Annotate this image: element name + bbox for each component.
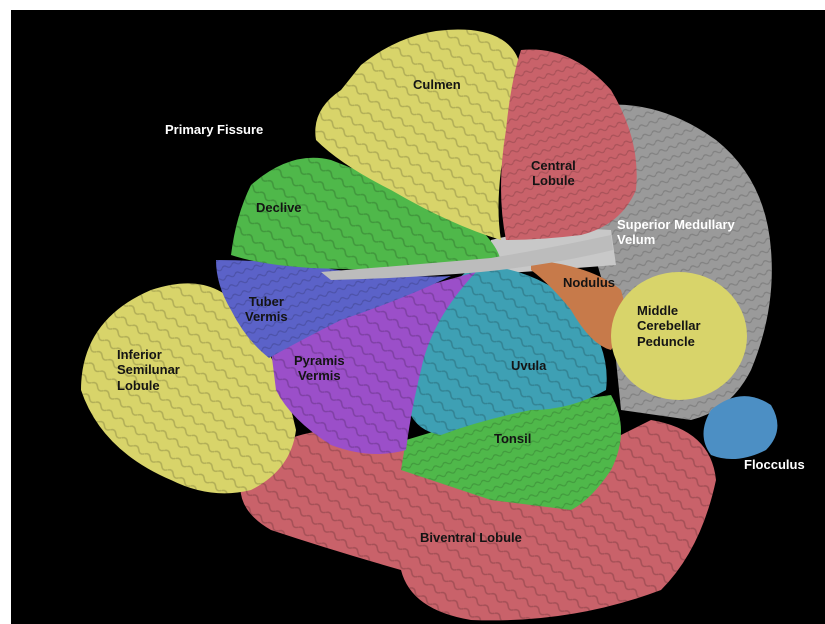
label-pyramis-vermis: Pyramis Vermis [294, 353, 345, 384]
label-middle-cerebellar-peduncle-line-1: Middle [637, 303, 701, 318]
label-nodulus: Nodulus [563, 275, 615, 290]
cerebellum-illustration [11, 10, 825, 624]
cerebellum-photo: Culmen Primary Fissure Central Lobule De… [11, 10, 825, 624]
label-middle-cerebellar-peduncle-line-3: Peduncle [637, 334, 701, 349]
label-pyramis-vermis-line-2: Vermis [294, 368, 345, 383]
label-uvula: Uvula [511, 358, 546, 373]
label-tonsil: Tonsil [494, 431, 531, 446]
label-middle-cerebellar-peduncle-line-2: Cerebellar [637, 318, 701, 333]
label-tuber-vermis: Tuber Vermis [245, 294, 288, 325]
label-superior-medullary-velum: Superior Medullary Velum [617, 217, 735, 248]
label-central-lobule-line-1: Central [531, 158, 576, 173]
label-superior-medullary-velum-line-2: Velum [617, 232, 735, 247]
label-superior-medullary-velum-line-1: Superior Medullary [617, 217, 735, 232]
label-inferior-semilunar-lobule-line-2: Semilunar [117, 362, 180, 377]
label-flocculus: Flocculus [744, 457, 805, 472]
label-pyramis-vermis-line-1: Pyramis [294, 353, 345, 368]
label-tuber-vermis-line-1: Tuber [245, 294, 288, 309]
label-declive: Declive [256, 200, 302, 215]
label-middle-cerebellar-peduncle: Middle Cerebellar Peduncle [637, 303, 701, 349]
label-biventral-lobule: Biventral Lobule [420, 530, 522, 545]
label-inferior-semilunar-lobule-line-3: Lobule [117, 378, 180, 393]
label-primary-fissure: Primary Fissure [165, 122, 263, 137]
label-central-lobule: Central Lobule [531, 158, 576, 189]
label-inferior-semilunar-lobule: Inferior Semilunar Lobule [117, 347, 180, 393]
label-central-lobule-line-2: Lobule [531, 173, 576, 188]
label-inferior-semilunar-lobule-line-1: Inferior [117, 347, 180, 362]
label-culmen: Culmen [413, 77, 461, 92]
label-tuber-vermis-line-2: Vermis [245, 309, 288, 324]
